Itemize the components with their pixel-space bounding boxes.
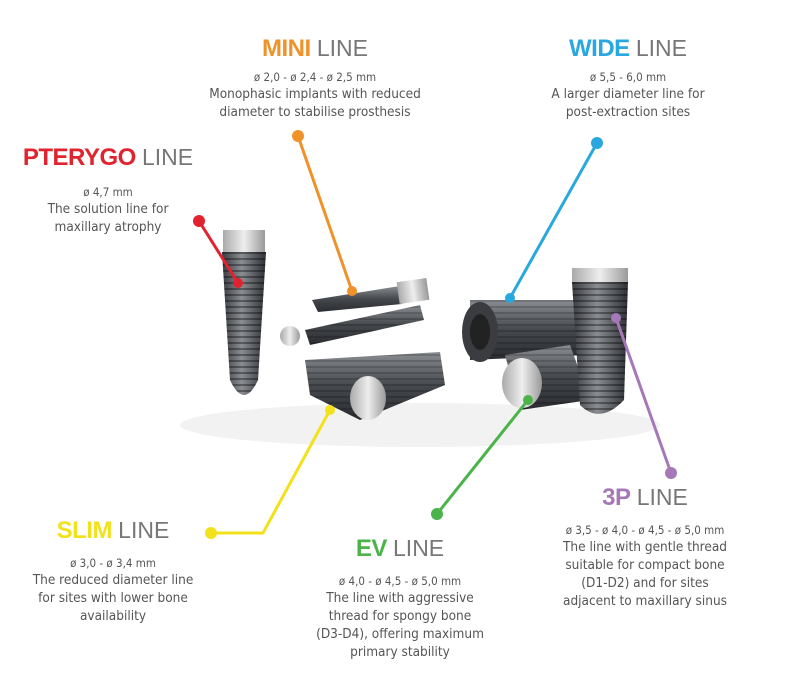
line-suffix: LINE xyxy=(393,535,445,561)
pterygo-line-desc: maxillary atrophy xyxy=(54,219,162,235)
3p-implant xyxy=(572,268,628,414)
mini-line-spec: ø 2,0 - ø 2,4 - ø 2,5 mm xyxy=(253,70,377,84)
slim-line-name: SLIM xyxy=(56,517,113,544)
wide-leader xyxy=(508,142,599,299)
pterygo-line-callout: PTERYGO LINE ø 4,7 mm The solution line … xyxy=(23,143,193,236)
mini-line-callout: MINI LINE ø 2,0 - ø 2,4 - ø 2,5 mm Monop… xyxy=(209,34,421,121)
3p-line-desc: (D1-D2) and for sites xyxy=(581,575,709,591)
pterygo-line-spec: ø 4,7 mm xyxy=(83,185,133,199)
line-suffix: LINE xyxy=(118,517,170,543)
slim-implant xyxy=(305,352,445,420)
pterygo-line-name: PTERYGO xyxy=(22,144,136,171)
wide-line-callout: WIDE LINE ø 5,5 - 6,0 mm A larger diamet… xyxy=(551,34,704,121)
wide-implant xyxy=(462,300,585,362)
line-suffix: LINE xyxy=(316,35,368,61)
ev-line-desc: The line with aggressive xyxy=(326,590,474,606)
mini-line-desc: diameter to stabilise prosthesis xyxy=(219,104,411,120)
slim-line-desc: for sites with lower bone xyxy=(38,590,188,606)
slim-line-desc: The reduced diameter line xyxy=(32,572,194,588)
ev-line-desc: primary stability xyxy=(350,644,450,660)
3p-line-name: 3P xyxy=(602,484,631,511)
mini-line-desc: Monophasic implants with reduced xyxy=(209,86,421,102)
mini-line-name: MINI xyxy=(262,35,311,62)
ev-leader xyxy=(435,399,530,515)
line-suffix: LINE xyxy=(635,35,687,61)
ev-implant xyxy=(502,345,590,410)
wide-line-desc: A larger diameter line for xyxy=(551,86,705,102)
line-suffix: LINE xyxy=(636,484,688,510)
ev-line-spec: ø 4,0 - ø 4,5 - ø 5,0 mm xyxy=(338,574,462,588)
3p-leader xyxy=(614,317,673,474)
line-suffix: LINE xyxy=(142,144,194,170)
ev-line-name: EV xyxy=(355,535,388,562)
slim-line-desc: availability xyxy=(79,608,147,624)
mini-implants xyxy=(280,278,430,346)
ev-line-desc: (D3-D4), offering maximum xyxy=(316,626,484,642)
pterygo-implant xyxy=(222,230,266,395)
slim-line-callout: SLIM LINE ø 3,0 - ø 3,4 mm The reduced d… xyxy=(33,516,194,625)
slim-line-spec: ø 3,0 - ø 3,4 mm xyxy=(70,556,156,570)
wide-line-spec: ø 5,5 - 6,0 mm xyxy=(589,70,667,84)
3p-line-desc: adjacent to maxillary sinus xyxy=(563,593,727,609)
3p-line-callout: 3P LINE ø 3,5 - ø 4,0 - ø 4,5 - ø 5,0 mm… xyxy=(563,483,727,610)
ev-line-callout: EV LINE ø 4,0 - ø 4,5 - ø 5,0 mm The lin… xyxy=(316,534,484,661)
3p-line-desc: suitable for compact bone xyxy=(565,557,725,573)
wide-line-name: WIDE xyxy=(569,35,630,62)
shadow xyxy=(180,403,660,447)
ev-line-desc: thread for spongy bone xyxy=(328,608,472,624)
mini-leader xyxy=(296,135,354,292)
slim-leader xyxy=(211,409,332,535)
pterygo-leader xyxy=(197,220,240,284)
pterygo-line-desc: The solution line for xyxy=(47,201,169,217)
3p-line-desc: The line with gentle thread xyxy=(563,539,727,555)
wide-line-desc: post-extraction sites xyxy=(565,104,691,120)
3p-line-spec: ø 3,5 - ø 4,0 - ø 4,5 - ø 5,0 mm xyxy=(565,523,725,537)
